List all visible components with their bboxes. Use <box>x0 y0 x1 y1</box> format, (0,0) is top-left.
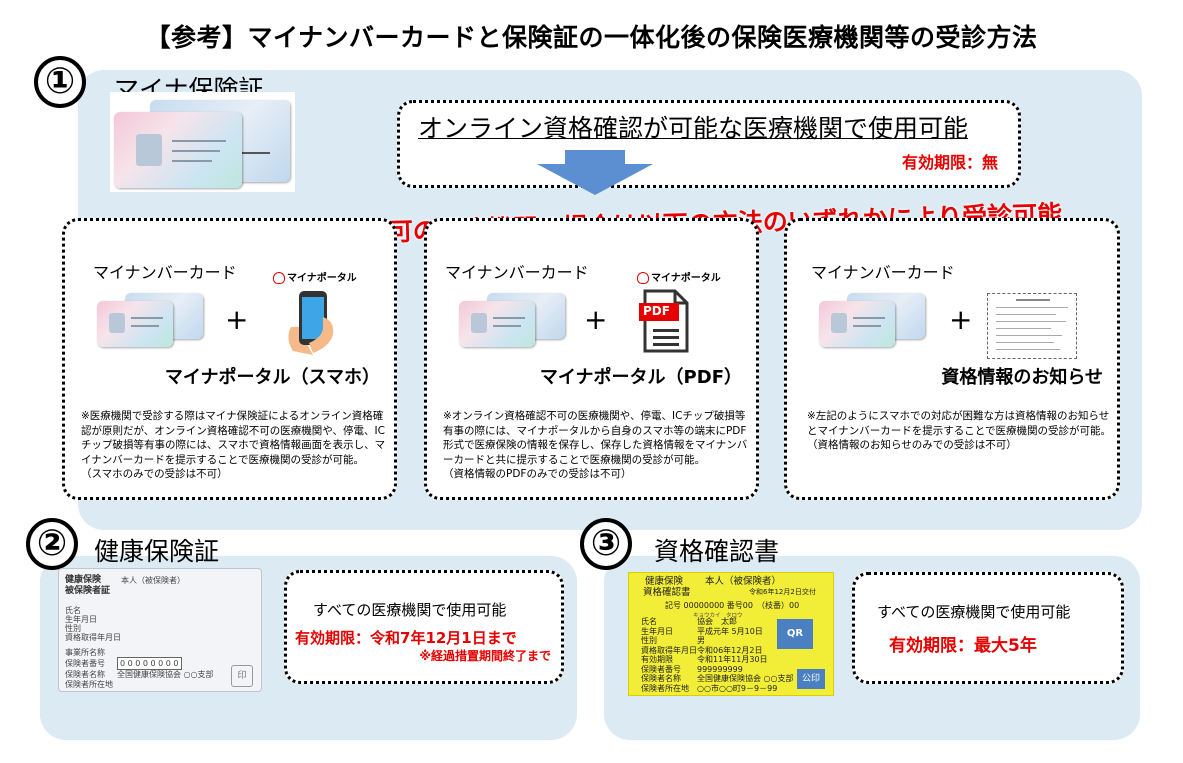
cert-issued: 令和6年12月2日交付 <box>749 588 816 596</box>
section2-usage-text: すべての医療機関で使用可能 <box>313 601 507 619</box>
mynumber-card-illustration <box>110 92 295 192</box>
cert-header1: 健康保険 <box>645 576 684 587</box>
section2-number: ② <box>26 518 78 570</box>
option3-card-label: マイナンバーカード <box>811 263 955 282</box>
option-box-smartphone: マイナンバーカード + マイナポータル マイナポータル（スマホ） ※医療機関で受… <box>62 218 397 500</box>
option2-plus: + <box>584 303 608 336</box>
ins-card-row-office: 事業所名称 <box>65 648 105 657</box>
cert-symbol: 記号 00000000 番号00 （枝番）00 <box>665 601 800 610</box>
myna-portal-logo: マイナポータル <box>637 269 721 284</box>
option3-card-illustration <box>817 289 927 349</box>
pdf-label: PDF <box>643 304 670 318</box>
section3-label: 資格確認書 <box>654 537 780 566</box>
cert-header2: 資格確認書 <box>643 587 691 598</box>
ins-card-holder: 本人（被保険者） <box>121 576 185 585</box>
page-title: 【参考】マイナンバーカードと保険証の一体化後の保険医療機関等の受診方法 <box>145 23 1038 52</box>
pdf-document-icon: PDF <box>639 289 691 353</box>
online-confirmation-text: オンライン資格確認が可能な医療機関で使用可能 <box>418 114 969 143</box>
ins-card-insurer-name: 全国健康保険協会 ○○支部 <box>117 670 214 679</box>
option3-item-label: 資格情報のお知らせ <box>941 367 1103 388</box>
option2-card-illustration <box>457 289 567 349</box>
section1-number: ① <box>34 56 86 108</box>
ins-card-row-insurer-address: 保険者所在地 <box>65 680 113 689</box>
cert-qr-code: QR <box>777 619 813 649</box>
cert-holder: 本人（被保険者） <box>705 576 782 587</box>
option2-card-label: マイナンバーカード <box>445 263 589 282</box>
ins-card-row-name: 氏名 <box>65 606 81 615</box>
ins-card-title: 健康保険 被保険者証 <box>65 575 111 596</box>
health-insurance-card-illustration: 健康保険 被保険者証 本人（被保険者） 氏名 生年月日 性別 資格取得年月日 事… <box>58 568 262 692</box>
option2-note: ※オンライン資格確認不可の医療機関や、停電、ICチップ破損等有事の際には、マイナ… <box>443 410 748 480</box>
section2-validity: 有効期限：令和7年12月1日まで <box>295 629 517 647</box>
down-arrow-icon <box>537 150 653 195</box>
section1-validity: 有効期限：無 <box>901 153 998 172</box>
qualification-notice-document <box>987 293 1077 359</box>
ins-card-row-sex: 性別 <box>65 624 81 633</box>
option1-item-label: マイナポータル（スマホ） <box>164 367 380 388</box>
option1-note: ※医療機関で受診する際はマイナ保険証によるオンライン資格確認が原則だが、オンライ… <box>81 410 386 480</box>
section2-usage-box: すべての医療機関で使用可能 有効期限：令和7年12月1日まで ※経過措置期間終了… <box>284 570 564 684</box>
section3-number: ③ <box>580 518 632 570</box>
option1-card-illustration <box>95 289 205 349</box>
qualification-certificate-illustration: 健康保険 資格確認書 本人（被保険者） 令和6年12月2日交付 記号 00000… <box>628 572 834 696</box>
ins-card-seal: 印 <box>231 665 253 687</box>
option2-item-label: マイナポータル（PDF） <box>539 367 742 388</box>
myna-portal-logo: マイナポータル <box>273 269 357 284</box>
smartphone-hand-icon <box>288 291 334 355</box>
ins-card-insurer-number: 0 0 0 0 0 0 0 0 <box>117 657 182 670</box>
cert-reading: キョウカイ タロウ <box>693 613 743 619</box>
section3-usage-text: すべての医療機関で使用可能 <box>877 603 1071 621</box>
option3-plus: + <box>949 303 973 336</box>
section2-validity-note: ※経過措置期間終了まで <box>419 649 551 663</box>
section2-label: 健康保険証 <box>94 537 220 566</box>
ins-card-row-insurer-no: 保険者番号 <box>65 659 105 668</box>
online-confirmation-box: オンライン資格確認が可能な医療機関で使用可能 有効期限：無 <box>397 100 1021 188</box>
section3-usage-box: すべての医療機関で使用可能 有効期限：最大5年 <box>852 572 1124 684</box>
myna-portal-bunny-icon <box>273 272 285 284</box>
ins-card-row-birth: 生年月日 <box>65 615 97 624</box>
option1-plus: + <box>225 303 249 336</box>
option-box-qualification-notice: マイナンバーカード + 資格情報のお知らせ ※左記のようにスマホでの対応が困難な… <box>784 218 1120 500</box>
ins-card-row-insurer-name: 保険者名称 <box>65 670 105 679</box>
option-box-pdf: マイナンバーカード + マイナポータル PDF マイナポータル（PDF） ※オン… <box>424 218 759 500</box>
option3-note: ※左記のようにスマホでの対応が困難な方は資格情報のお知らせとマイナンバーカードを… <box>807 410 1111 451</box>
ins-card-row-acquired: 資格取得年月日 <box>65 633 121 642</box>
myna-portal-bunny-icon <box>637 272 649 284</box>
cert-seal: 公印 <box>797 669 825 689</box>
option1-card-label: マイナンバーカード <box>93 263 237 282</box>
section3-validity: 有効期限：最大5年 <box>889 636 1037 656</box>
cert-lines: 氏名協会 太郎 生年月日平成元年 5月10日 性別男 資格取得年月日令和06年1… <box>641 617 794 693</box>
